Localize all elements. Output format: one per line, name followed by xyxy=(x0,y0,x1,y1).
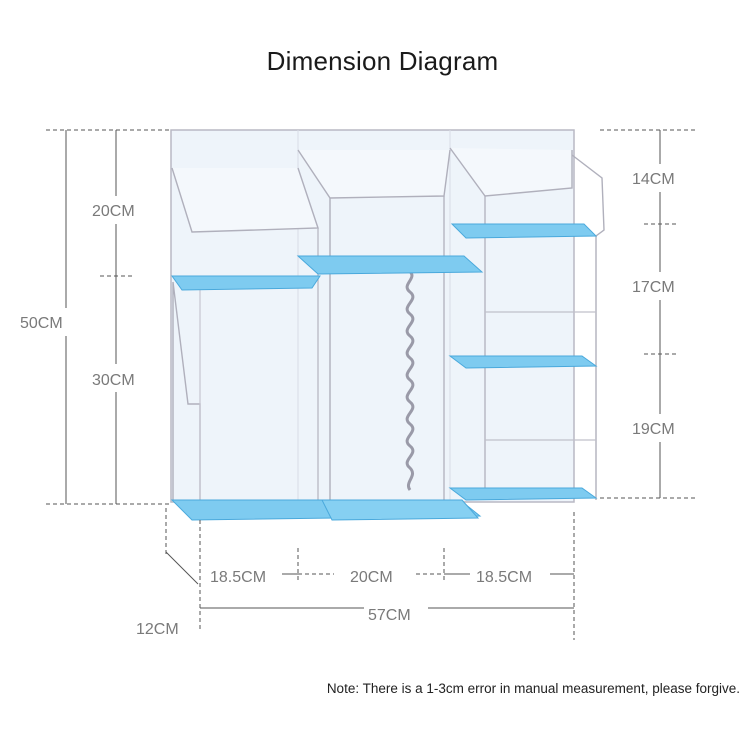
diagram-title: Dimension Diagram xyxy=(266,46,499,76)
middle-pocket-flap xyxy=(297,149,451,199)
dimension-labels: 50CM 20CM 30CM 14CM 17CM 19CM 18.5CM 20C… xyxy=(20,171,675,638)
dimension-lines xyxy=(46,129,696,640)
shelf-bottom-middle xyxy=(321,499,480,521)
depth-label: 12CM xyxy=(136,621,179,638)
zipper xyxy=(405,268,415,491)
total-height-label: 50CM xyxy=(20,315,63,332)
width-left-label: 18.5CM xyxy=(210,569,266,586)
total-width-label: 57CM xyxy=(368,607,411,624)
right-bottom-label: 19CM xyxy=(632,421,675,438)
right-middle-label: 17CM xyxy=(632,279,675,296)
organizer-body xyxy=(170,129,605,521)
shelf-middle xyxy=(296,255,484,275)
right-pocket-flap xyxy=(449,147,573,197)
depth-line xyxy=(165,551,199,585)
width-middle-label: 20CM xyxy=(350,569,393,586)
shelf-right-middle xyxy=(448,355,598,369)
shelf-right-bottom xyxy=(448,487,598,501)
left-pocket-flap xyxy=(171,167,319,233)
right-top-label: 14CM xyxy=(632,171,675,188)
shelf-left xyxy=(171,275,321,291)
right-pocket-side xyxy=(571,154,605,500)
shelf-right-top xyxy=(450,223,598,239)
left-bottom-label: 30CM xyxy=(92,372,135,389)
measurement-note: Note: There is a 1-3cm error in manual m… xyxy=(326,681,740,696)
width-right-label: 18.5CM xyxy=(476,569,532,586)
left-top-label: 20CM xyxy=(92,203,135,220)
